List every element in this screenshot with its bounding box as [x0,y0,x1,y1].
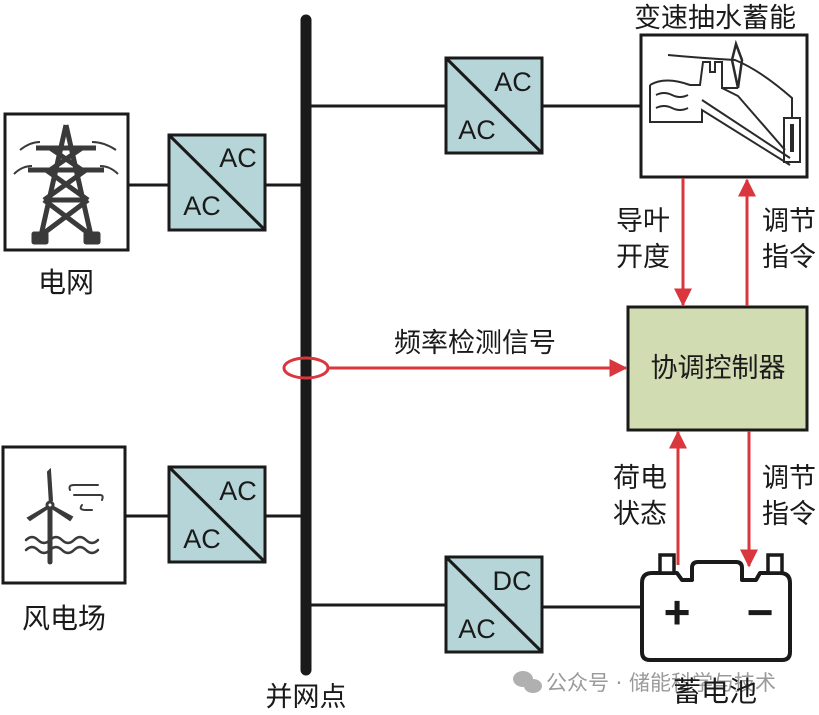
adjust-cmd-bottom-label-1: 调节 [762,463,816,494]
soc-label-2: 状态 [613,499,667,530]
transmission-tower-icon [13,124,119,245]
grid-node: 电网 [3,112,130,299]
watermark-text: 公众号 · 储能科学与技术 [546,671,776,695]
controller-label: 协调控制器 [651,353,786,384]
adjust-cmd-bottom-label-2: 指令 [762,499,816,530]
pumped-storage-node: 变速抽水蓄能 [634,3,809,179]
pumped-converter-bottom: AC [458,115,496,145]
pumped-converter: AC AC [444,56,544,155]
wind-farm-label: 风电场 [22,602,106,635]
wechat-icon [513,671,542,693]
grid-label: 电网 [38,266,94,299]
battery-converter-bottom: AC [458,614,496,644]
soc-label-1: 荷电 [613,463,667,494]
guide-vane-label-2: 开度 [616,242,670,273]
wind-turbine-icon [24,467,104,565]
battery-converter: DC AC [444,555,544,654]
adjust-cmd-top-label-2: 指令 [762,242,816,273]
watermark: 公众号 · 储能科学与技术 [513,671,776,695]
coordinated-controller: 协调控制器 [626,305,809,432]
pumped-converter-top: AC [494,67,532,97]
grid-converter: AC AC [167,133,267,232]
battery-node: + − [640,553,792,662]
pumped-hydro-plant-icon [649,39,801,166]
wind-converter-bottom: AC [183,524,221,554]
battery-label: 蓄电池 [673,675,757,708]
battery-plus: + [664,586,691,638]
adjust-cmd-top-label-1: 调节 [762,206,816,237]
frequency-signal-label: 频率检测信号 [394,328,556,359]
battery-converter-top: DC [493,566,532,596]
guide-vane-label-1: 导叶 [616,206,670,237]
grid-converter-bottom: AC [183,191,221,221]
battery-icon: + − [640,553,792,662]
wind-converter-top: AC [219,476,257,506]
wind-converter: AC AC [167,465,267,564]
bus-label: 并网点 [266,682,347,713]
wind-farm-node: 风电场 [1,445,127,635]
grid-converter-top: AC [219,143,257,173]
battery-minus: − [747,586,774,638]
pumped-storage-label: 变速抽水蓄能 [634,3,796,34]
